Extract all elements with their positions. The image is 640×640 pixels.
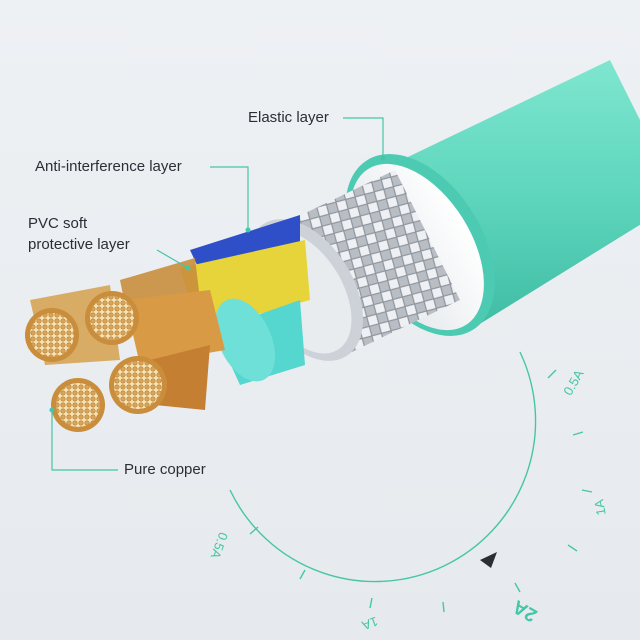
label-anti-interference-layer: Anti-interference layer xyxy=(35,158,182,175)
label-elastic-layer: Elastic layer xyxy=(248,109,329,126)
leader-dot-copper xyxy=(49,407,55,413)
leader-dot-elastic xyxy=(380,155,386,161)
leader-dot-anti xyxy=(245,227,251,233)
wire-end-1 xyxy=(25,308,79,362)
leader-anti-interference xyxy=(210,166,249,230)
wire-end-3 xyxy=(51,378,105,432)
wire-end-2 xyxy=(85,291,139,345)
label-pvc-line2: protective layer xyxy=(28,236,130,253)
leader-elastic xyxy=(343,117,384,158)
label-pvc-line1: PVC soft xyxy=(28,215,88,232)
wire-end-4 xyxy=(109,356,167,414)
label-pure-copper: Pure copper xyxy=(124,461,206,478)
label-pvc-protective-layer: PVC soft protective layer xyxy=(28,213,130,255)
dial-ticks xyxy=(249,369,593,613)
dial-pointer-icon xyxy=(480,552,497,568)
leader-pvc xyxy=(156,249,189,269)
leader-copper xyxy=(51,410,118,471)
current-dial xyxy=(229,351,593,613)
leader-lines xyxy=(51,117,384,471)
leader-dot-pvc xyxy=(185,265,191,271)
